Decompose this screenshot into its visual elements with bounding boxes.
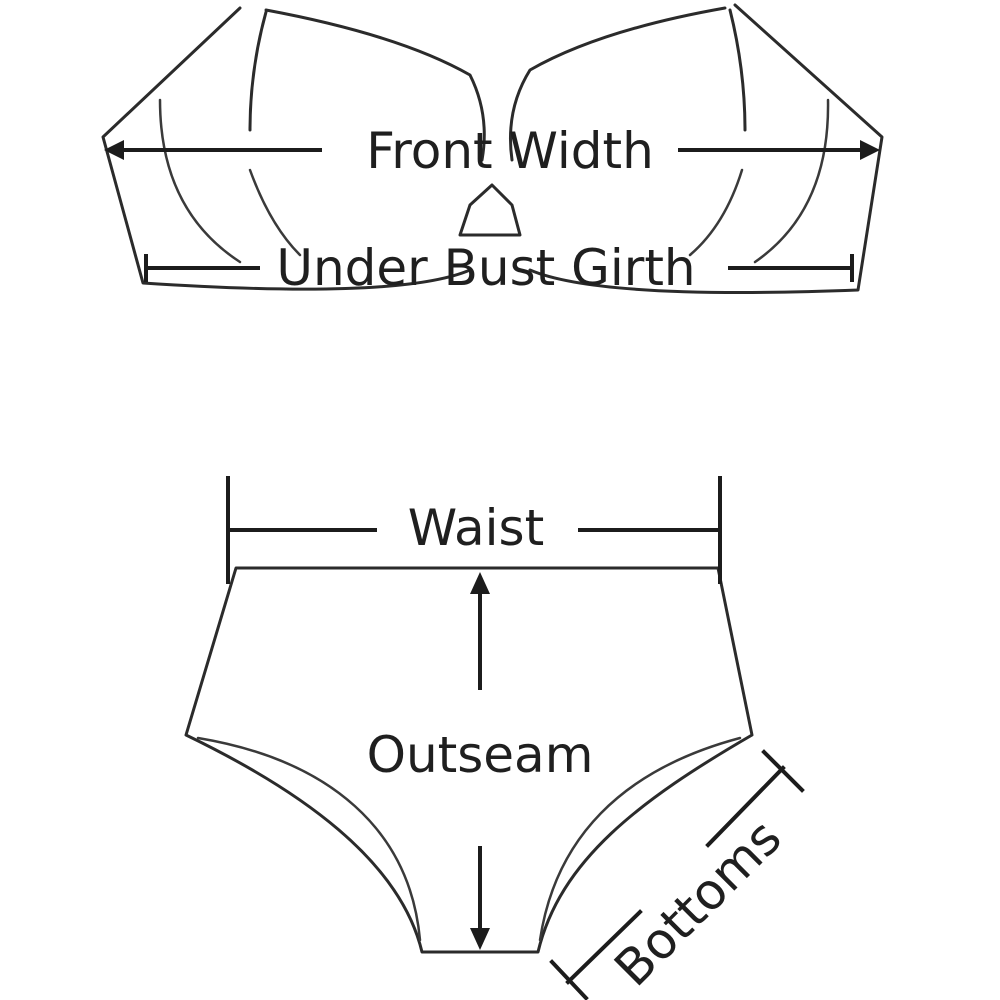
left-cup-curve bbox=[158, 98, 242, 264]
front-width-arrowhead-right bbox=[860, 140, 880, 160]
under-bust-girth-dimension: Under Bust Girth bbox=[144, 239, 854, 297]
right-cup-outline bbox=[508, 6, 727, 162]
front-width-dimension: Front Width bbox=[104, 122, 880, 180]
brief-outline bbox=[184, 566, 754, 954]
left-cup-inner-seam bbox=[248, 168, 302, 257]
center-gore bbox=[458, 183, 522, 237]
bottoms-tick-upper bbox=[761, 749, 805, 793]
waist-dimension: Waist bbox=[226, 476, 722, 584]
left-strap-seam bbox=[248, 10, 268, 132]
under-bust-girth-label: Under Bust Girth bbox=[276, 239, 695, 297]
outseam-dimension: Outseam bbox=[367, 572, 594, 950]
right-cup-curve bbox=[753, 98, 830, 264]
bottoms-dimension: Bottoms bbox=[549, 749, 805, 1000]
right-leg-opening-curve bbox=[538, 736, 742, 942]
outseam-arrowhead-top bbox=[470, 572, 490, 594]
bottoms-line-upper bbox=[705, 765, 786, 848]
left-leg-opening-curve bbox=[196, 736, 422, 942]
right-strap-seam bbox=[728, 8, 747, 132]
outseam-arrowhead-bottom bbox=[470, 928, 490, 950]
left-cup-outline bbox=[264, 8, 486, 162]
right-cup-inner-seam bbox=[688, 168, 744, 257]
front-width-arrowhead-left bbox=[104, 140, 124, 160]
bra-outline bbox=[101, 3, 884, 294]
bottoms-line-lower bbox=[565, 909, 643, 985]
outseam-label: Outseam bbox=[367, 726, 594, 784]
brief-bottom-drawing bbox=[184, 566, 754, 954]
bottoms-label: Bottoms bbox=[603, 808, 792, 997]
bra-top-drawing bbox=[101, 3, 884, 294]
bottoms-tick-lower bbox=[549, 959, 589, 1000]
waist-label: Waist bbox=[408, 499, 544, 557]
front-width-label: Front Width bbox=[366, 122, 654, 180]
